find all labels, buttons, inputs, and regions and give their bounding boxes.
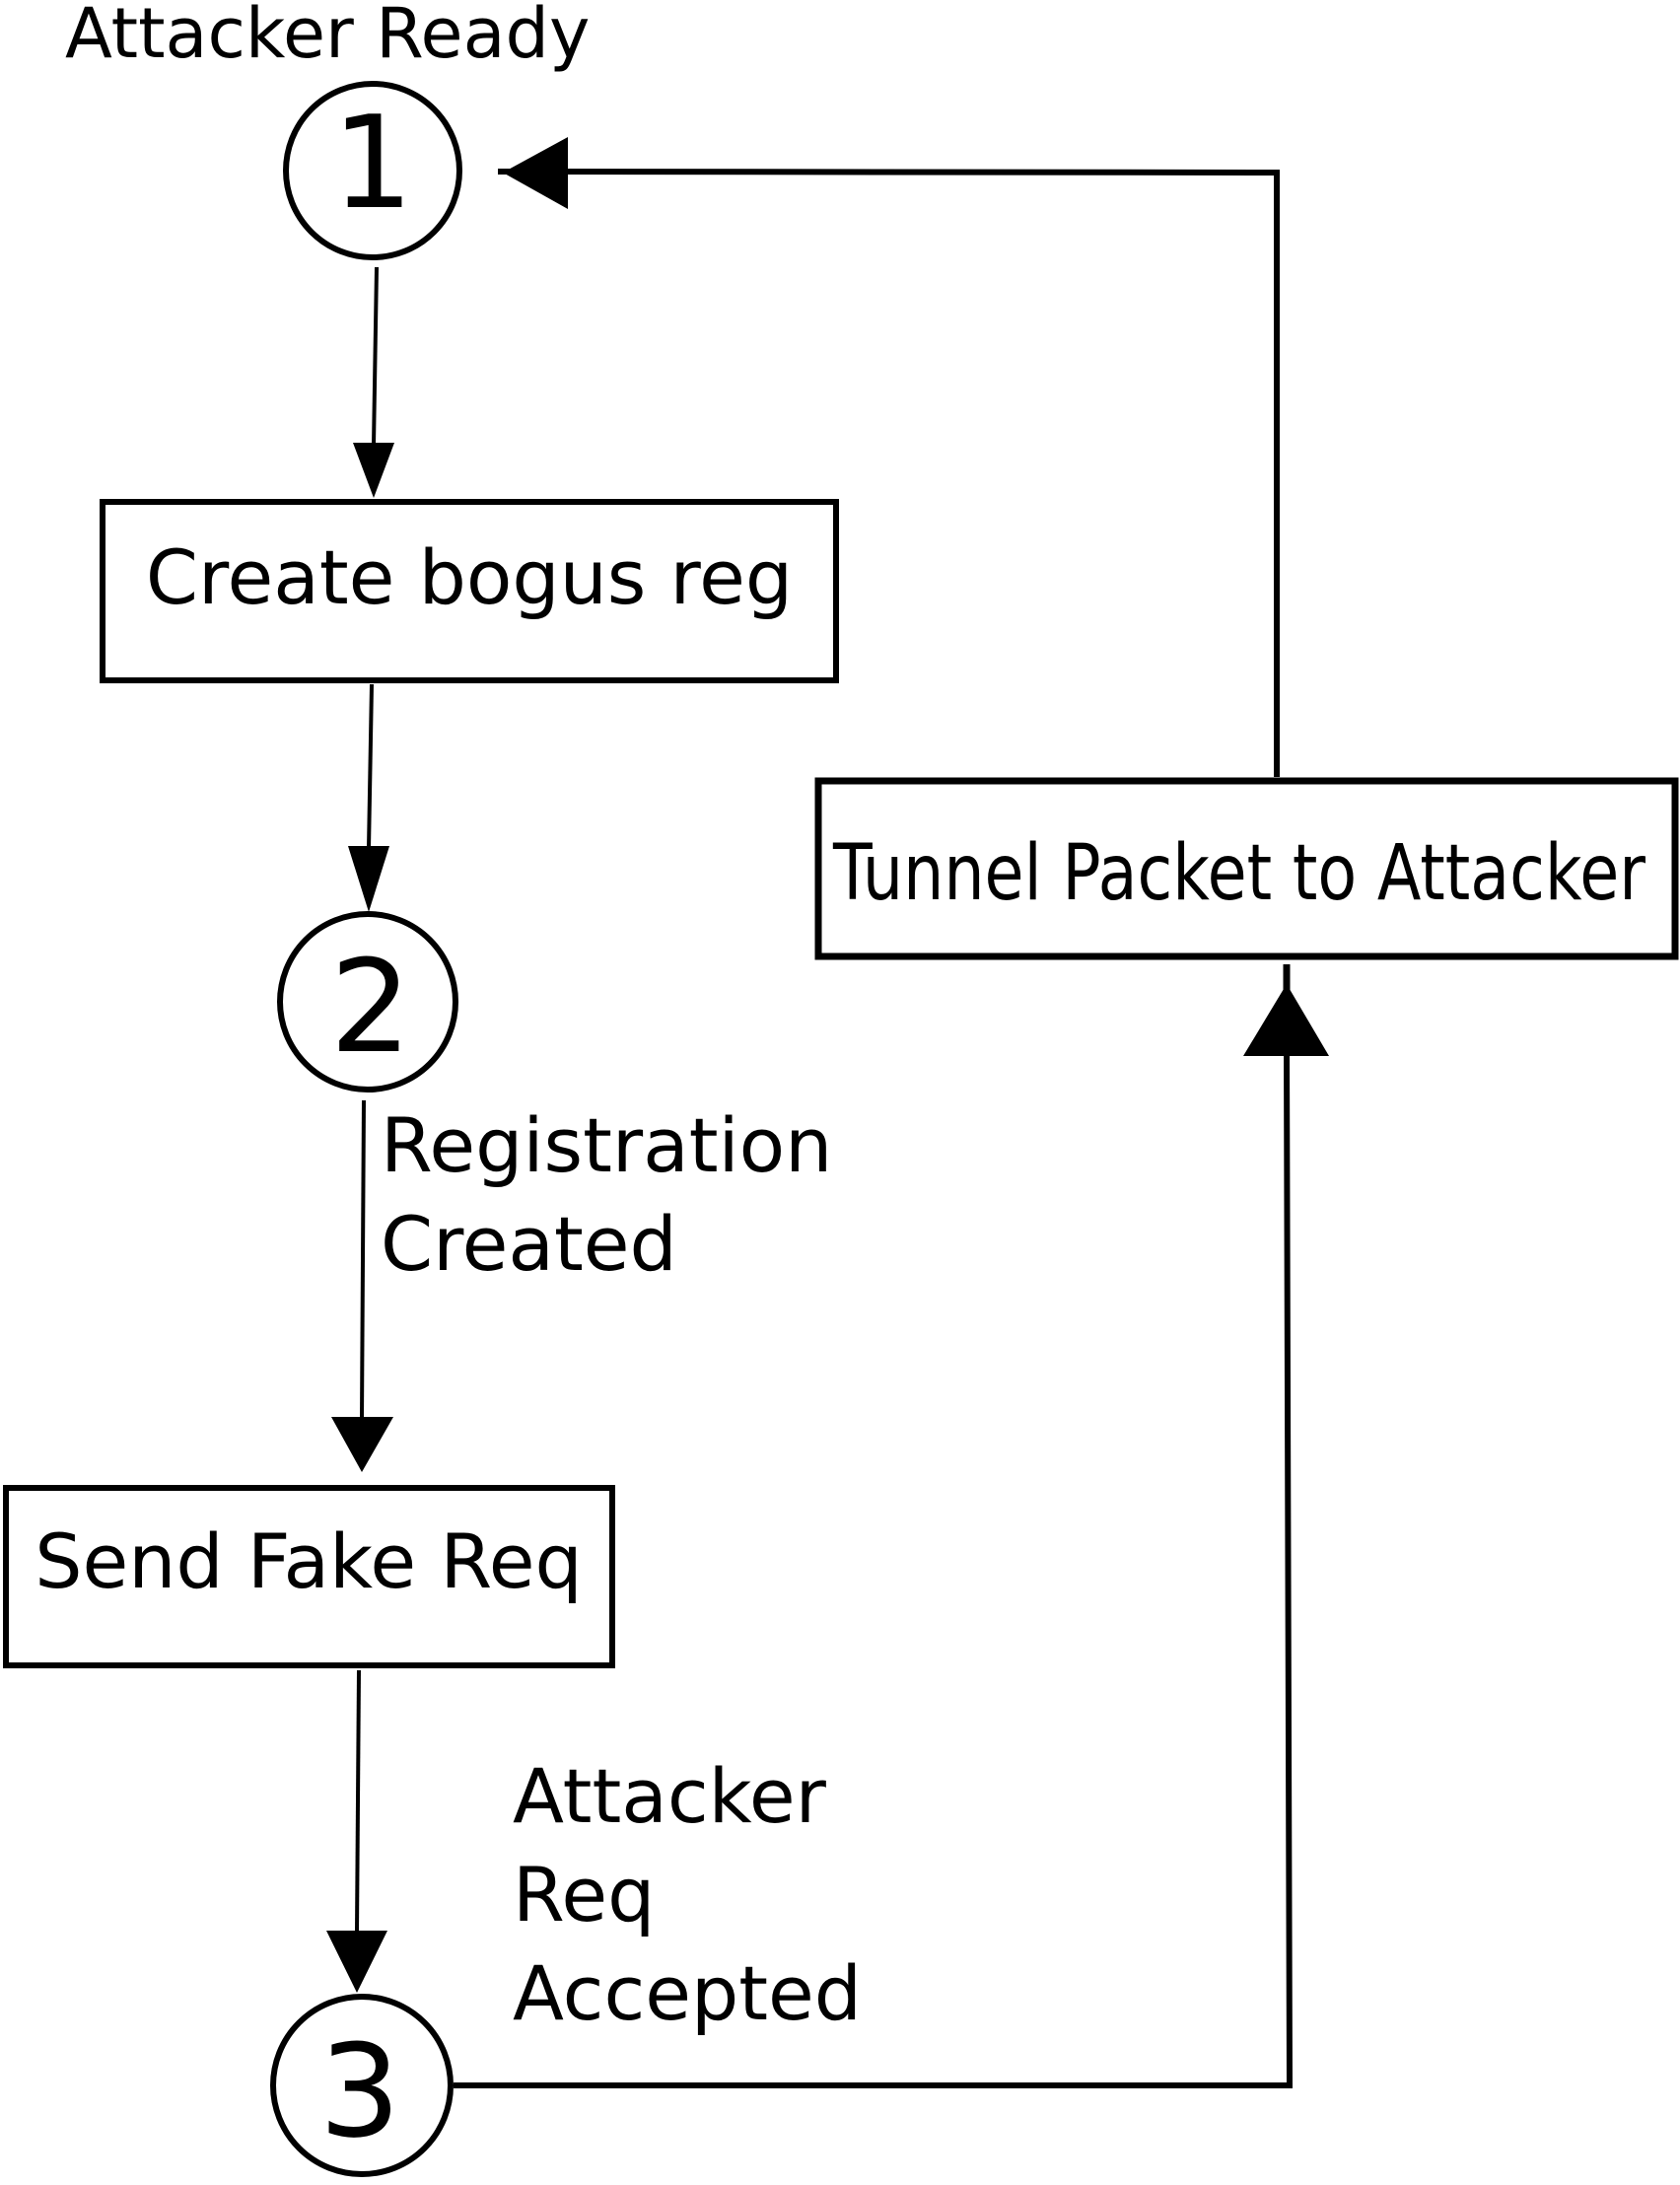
state-3-label-line-3: Accepted — [513, 1949, 862, 2037]
action-send-fake-req: Send Fake Req — [3, 1485, 615, 1668]
state-3-label-line-2: Req — [513, 1851, 655, 1938]
action-create-box — [100, 499, 839, 683]
arrow-create-to-state2 — [348, 683, 389, 912]
state-2-label: Registration Created — [381, 1101, 856, 1288]
action-create-label: Create bogus reg — [146, 533, 793, 621]
action-create-bogus-reg: Create bogus reg — [100, 499, 839, 683]
state-2-label-line-1: Registration — [381, 1101, 832, 1189]
state-2-node: 2 — [277, 911, 458, 1092]
state-1-node: 1 — [283, 81, 462, 260]
state-1-circle — [283, 81, 462, 260]
action-tunnel-packet: Tunnel Packet to Attacker — [814, 777, 1679, 960]
state-2-label-line-2: Created — [381, 1200, 677, 1288]
state-3-node: 3 — [270, 1994, 454, 2177]
state-3-label-line-1: Attacker — [513, 1752, 827, 1840]
state-3-circle — [270, 1994, 454, 2177]
arrow-send-to-state3 — [326, 1669, 387, 1993]
action-send-box — [3, 1485, 615, 1668]
action-tunnel-label: Tunnel Packet to Attacker — [832, 829, 1646, 918]
arrow-tunnel-to-state1 — [498, 137, 1280, 777]
state-1-label: Attacker Ready — [65, 0, 590, 74]
state-1-number: 1 — [332, 88, 414, 238]
arrow-state3-to-tunnel — [454, 964, 1329, 2088]
action-send-label: Send Fake Req — [35, 1517, 583, 1605]
state-2-number: 2 — [330, 932, 412, 1082]
action-tunnel-box — [814, 777, 1679, 960]
state-3-number: 3 — [319, 2016, 401, 2166]
state-2-circle — [277, 911, 458, 1092]
arrow-state2-to-send — [331, 1099, 393, 1472]
arrow-state1-to-create — [353, 266, 394, 498]
state-3-label: Attacker Req Accepted — [513, 1752, 862, 2037]
